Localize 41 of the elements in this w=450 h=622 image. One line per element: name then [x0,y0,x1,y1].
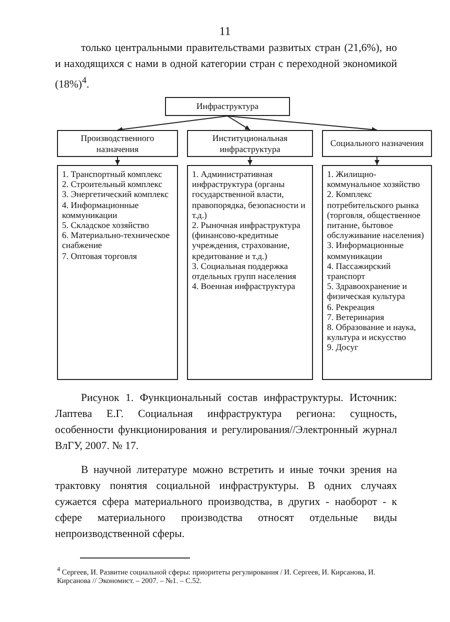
list-item: 2. Строительный комплекс [62,179,164,190]
list-item: 5. Здравоохранение и физическая культура [327,281,408,302]
list-box [187,165,313,380]
list-item: 2. Рыночная инфраструктура (финансово-кредитные учреждения, страхование, кредитование и т.д.) [192,220,302,261]
arrow [248,156,252,166]
list-item: 4. Пассажирский транспорт [327,260,392,282]
page-number: 11 [218,24,232,39]
list-item: 5. Складское хозяйство [62,220,150,230]
arrow [227,116,250,130]
category-box [322,130,432,157]
list-item: 1. Жилищно-коммунальное хозяйство [327,169,421,190]
paragraph: В научной литературе можно встретить и иные точки зрения на трактовку понятия социальной инфраструктуры. В одних случаях сужается сфера материального производства, в других - наоборот - к сфере материального производства относят отдельные виды непроизводственной сферы. [55,463,397,542]
list-item: 4. Информационные коммуникации [62,200,140,220]
list-item: 7. Оптовая торговля [62,250,138,261]
paragraph: только центральными правительствами развитых стран (21,6%), но и находящихся с нами в одной категории стран с переходной экономикой (18%)$^{4}$. [55,41,397,93]
list-item: 4. Военная инфраструктура [192,281,296,292]
list-item: 6. Рекреация [327,302,376,312]
list-item: 1. Транспортный комплекс [62,169,164,180]
list-item: 6. Материально-техническое снабжение [62,230,171,251]
list-item: 3. Социальная поддержка отдельных групп населения [192,260,298,282]
figure-caption: Рисунок 1. Функциональный состав инфраструктуры. Источник: Лаптева Е.Г. Социальная инфраструктура региона: сущность, особенности функционирования и регулирования//Электронный журнал ВлГУ, 2007. № 17. [55,391,397,454]
arrow [115,156,120,166]
arrow [117,116,228,132]
list-item: 2. Комплекс потребительского рынка (торговля, общественное питание, бытовое обслуживание населения) [327,189,425,240]
list-box [57,165,178,380]
list-item: 8. Образование и наука, культура и искусство [327,322,417,342]
category-box [57,130,178,157]
list-item: 3. Информационные коммуникации [327,240,405,261]
arrow [374,156,380,166]
list-box [322,165,432,380]
list-item: 1. Административная инфраструктура (органы государственной власти, правопорядка, безопасности и т.д.) [192,169,306,220]
box-title: Социального назначения [330,138,424,149]
list-item: 3. Энергетический комплекс [62,189,170,200]
category-box [187,130,313,157]
box-title: Инфраструктура [196,101,259,112]
category-box [165,97,290,116]
list-item: 7. Ветеринария [327,312,386,322]
box-title: Производственного назначения [80,133,156,154]
box-title: Институциональная инфраструктура [211,133,289,154]
list-item: 9. Досуг [327,342,360,353]
arrow [227,116,378,132]
